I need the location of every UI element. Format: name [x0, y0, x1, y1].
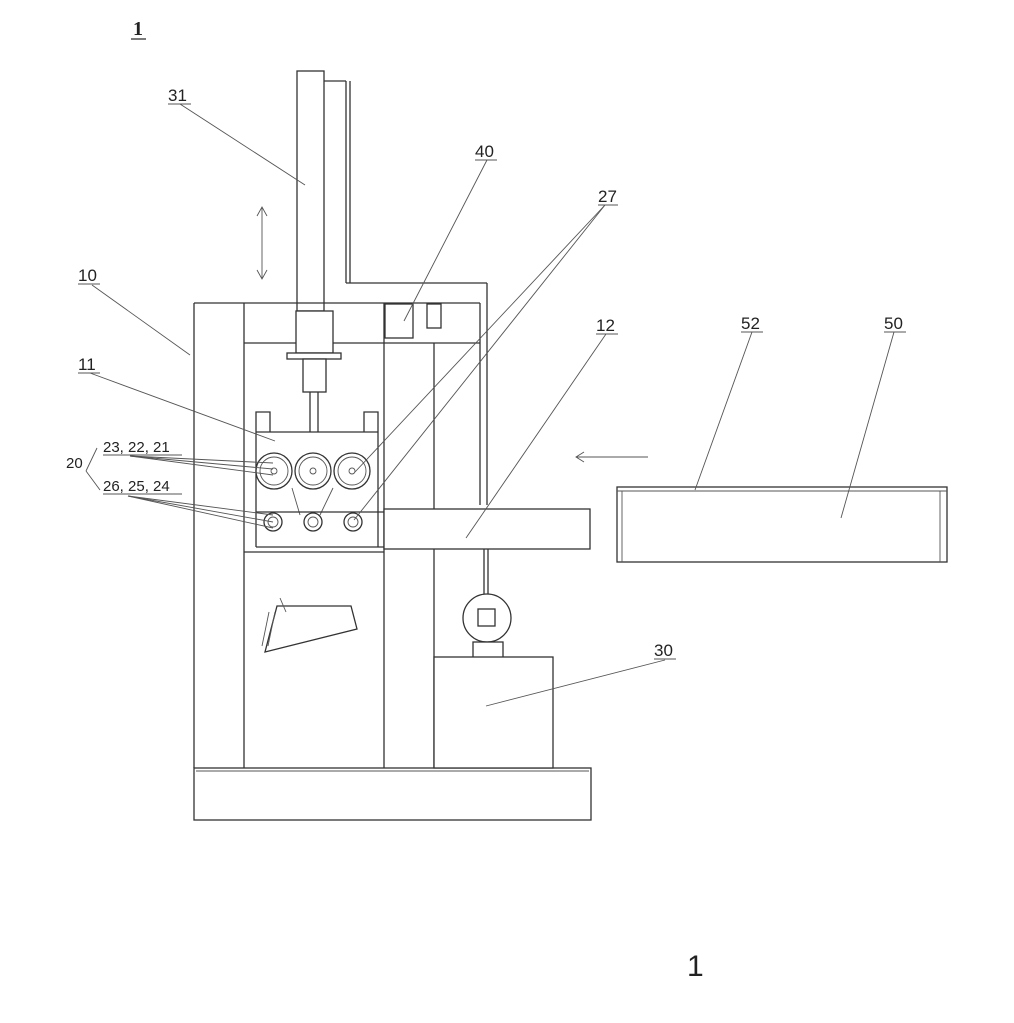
lower-roller-24 [344, 513, 362, 531]
upper-roller-23 [256, 453, 292, 489]
vertical-motion-arrow [257, 207, 267, 279]
vertical-shaft [297, 71, 487, 505]
label-12: 12 [596, 316, 615, 335]
control-panel [385, 304, 441, 338]
figure-number: 1 [133, 18, 143, 40]
label-23-22-21: 23, 22, 21 [103, 439, 170, 456]
upper-rollers [256, 453, 370, 515]
upper-roller-21 [334, 453, 370, 489]
label-50: 50 [884, 314, 903, 333]
label-20: 20 [66, 455, 83, 472]
label-31: 31 [168, 86, 187, 105]
cutting-blade [262, 598, 357, 652]
lower-roller-25 [304, 513, 322, 531]
label-52: 52 [741, 314, 760, 333]
feed-direction-arrow [576, 452, 648, 462]
drive-housing [434, 657, 553, 768]
label-40: 40 [475, 142, 494, 161]
hydraulic-cylinder [287, 311, 341, 432]
label-30: 30 [654, 641, 673, 660]
drive-unit [434, 549, 553, 768]
upper-roller-22 [295, 453, 331, 489]
guide-bar [384, 509, 590, 549]
label-27: 27 [598, 187, 617, 206]
base-plate [194, 768, 591, 820]
label-10: 10 [78, 266, 97, 285]
plate [617, 487, 947, 562]
label-11: 11 [78, 355, 96, 374]
page-number: 1 [687, 950, 704, 983]
label-26-25-24: 26, 25, 24 [103, 478, 170, 495]
